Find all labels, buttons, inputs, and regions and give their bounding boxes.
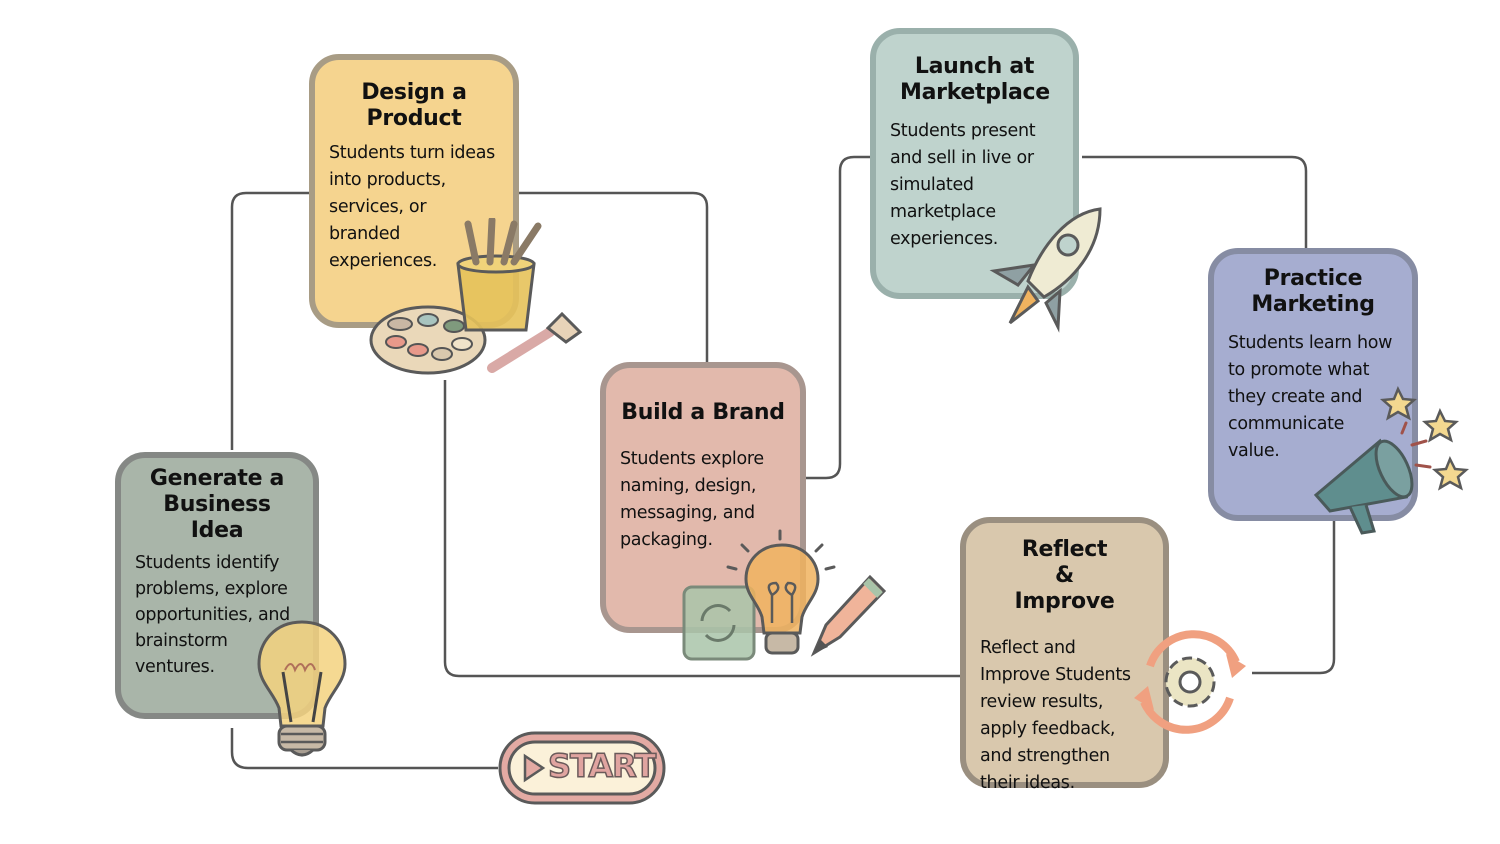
step-title: Practice Marketing [1251,266,1375,317]
step-description: Students present and sell in live or sim… [890,121,1036,249]
step-description: Students identify problems, explore oppo… [135,553,290,677]
step-card-reflect-improve: Reflect & Improve Reflect and Improve St… [960,517,1169,793]
step-title: Build a Brand [621,400,785,425]
step-description: Students turn ideas into products, servi… [329,143,495,271]
play-icon [523,753,546,783]
paint-palette-icon [369,218,583,375]
gear-cycle-icon [1134,630,1246,734]
step-description: Reflect and Improve Students review resu… [980,638,1131,793]
connector-launch-practice [1082,155,1308,248]
connector-practice-reflect [1252,520,1336,675]
step-title: Design a Product [361,80,467,131]
start-button[interactable]: START [498,731,666,805]
step-description: Students explore naming, design, messagi… [620,449,764,550]
step-title: Reflect & Improve [1014,537,1115,614]
connector-design-reflect [443,380,962,678]
step-description: Students learn how to promote what they … [1228,333,1393,461]
lightbulb-pencil-icon [682,529,887,661]
start-badge [498,731,666,805]
connector-design-build [517,191,709,362]
connector-build-launch [805,155,871,480]
step-title: Generate a Business Idea [149,466,285,543]
connector-start-generate [230,728,498,770]
start-label: START [547,746,657,786]
rocket-icon [989,207,1102,333]
lightbulb-icon [257,620,347,757]
connector-generate-design [230,191,310,450]
megaphone-icon [1313,385,1470,535]
step-card-design-product: Design a Product Students turn ideas int… [309,54,519,328]
step-title: Launch at Marketplace [900,54,1050,105]
